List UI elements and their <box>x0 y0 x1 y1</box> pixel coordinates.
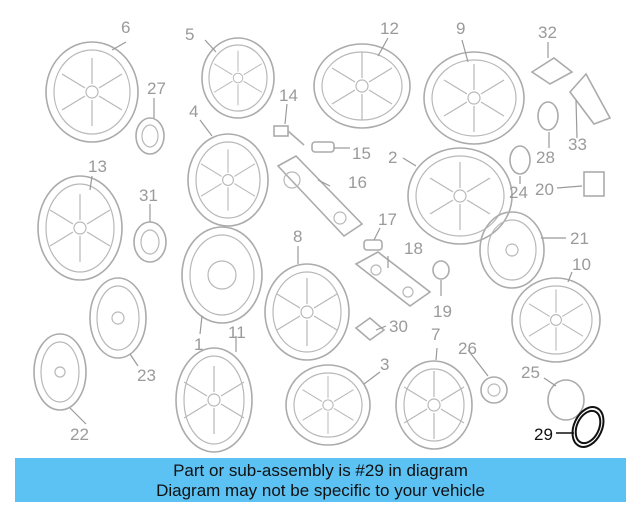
banner-line-disclaimer: Diagram may not be specific to your vehi… <box>156 481 485 500</box>
callout-10: 10 <box>572 255 591 274</box>
callout-14: 14 <box>279 86 298 105</box>
callout-24: 24 <box>509 183 528 202</box>
callout-7: 7 <box>431 325 440 344</box>
center-cap-31 <box>133 221 167 263</box>
callout-12: 12 <box>380 19 399 38</box>
callout-32: 32 <box>538 23 557 42</box>
wheel-4 <box>187 133 269 227</box>
callout-11: 11 <box>228 323 246 342</box>
callout-labels: 6 5 12 9 32 27 14 4 33 28 15 13 2 16 24 … <box>70 18 591 444</box>
valve-stem-17 <box>363 239 383 251</box>
callout-28: 28 <box>536 148 555 167</box>
callout-29: 29 <box>534 425 553 444</box>
wheel-11 <box>175 347 253 453</box>
callout-1: 1 <box>194 335 203 354</box>
callout-25: 25 <box>521 363 540 382</box>
wheel-13 <box>37 175 123 281</box>
wheel-5 <box>201 37 275 119</box>
callout-31: 31 <box>139 186 158 205</box>
parts-diagram: 6 5 12 9 32 27 14 4 33 28 15 13 2 16 24 … <box>33 18 612 453</box>
badge-32 <box>530 57 574 85</box>
wheel-8 <box>264 263 350 361</box>
callout-13: 13 <box>88 157 107 176</box>
bolt-26 <box>480 376 508 404</box>
valve-15 <box>311 141 335 153</box>
bracket-30 <box>354 316 386 342</box>
steel-wheel-1 <box>181 226 263 324</box>
callout-27: 27 <box>147 79 166 98</box>
callout-19: 19 <box>433 302 452 321</box>
label-20 <box>583 171 605 197</box>
wheel-9 <box>423 51 525 145</box>
wheel-cover-23 <box>89 277 147 359</box>
ring-29-highlighted <box>571 406 605 448</box>
callout-6: 6 <box>121 18 130 37</box>
callout-2: 2 <box>388 148 397 167</box>
info-banner: Part or sub-assembly is #29 in diagram D… <box>15 458 626 502</box>
callout-16: 16 <box>348 173 367 192</box>
center-cap-27 <box>135 117 165 155</box>
emblem-25 <box>547 379 585 421</box>
banner-line-part: Part or sub-assembly is #29 in diagram <box>173 461 468 480</box>
callout-5: 5 <box>185 25 194 44</box>
callout-26: 26 <box>458 339 477 358</box>
callout-15: 15 <box>352 144 371 163</box>
tpms-sensor-16 <box>276 155 364 238</box>
callout-3: 3 <box>380 355 389 374</box>
callout-17: 17 <box>378 210 397 229</box>
callout-18: 18 <box>404 239 423 258</box>
leader-lines <box>69 37 583 434</box>
callout-21: 21 <box>570 229 589 248</box>
callout-9: 9 <box>456 19 465 38</box>
wheel-7 <box>395 360 473 450</box>
callout-33: 33 <box>568 135 587 154</box>
callout-4: 4 <box>189 102 198 121</box>
callout-20: 20 <box>535 180 554 199</box>
wheel-6 <box>45 41 139 143</box>
cap-19 <box>432 260 450 280</box>
valve-kit-18 <box>354 251 432 307</box>
emblem-24 <box>509 145 531 175</box>
bolt-14 <box>273 125 305 146</box>
callout-22: 22 <box>70 425 89 444</box>
wheel-cover-22 <box>33 333 87 411</box>
callout-30: 30 <box>389 317 408 336</box>
emblem-33 <box>568 72 612 125</box>
wheel-cover-21 <box>479 211 545 289</box>
callout-23: 23 <box>137 366 156 385</box>
wheel-10 <box>511 277 601 363</box>
emblem-28 <box>537 101 559 131</box>
wheel-2 <box>407 147 513 245</box>
callout-8: 8 <box>293 227 302 246</box>
wheel-3 <box>285 364 371 446</box>
wheel-12 <box>313 43 411 129</box>
